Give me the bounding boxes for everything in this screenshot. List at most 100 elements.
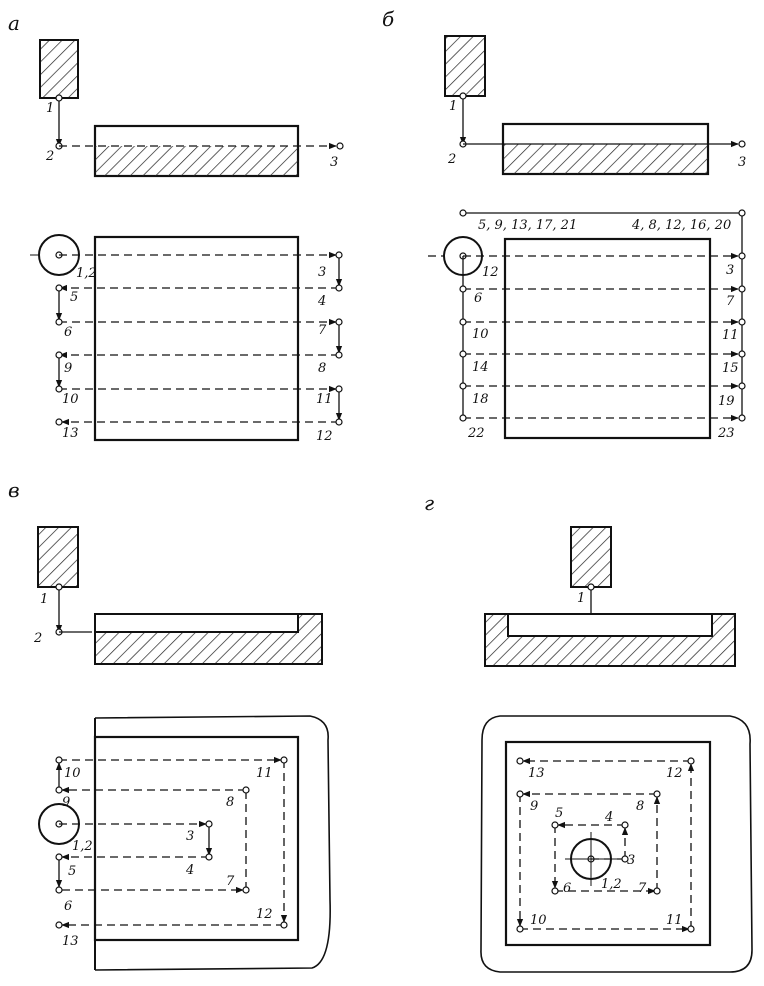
panel-v-label: 11 <box>256 766 273 781</box>
panel-b-point <box>459 350 467 358</box>
panel-a-label: 12 <box>316 429 333 444</box>
panel-a-point <box>55 385 63 393</box>
panel-b: б 1 2 3 <box>382 7 746 441</box>
panel-v-pocket-outline <box>93 735 300 942</box>
panel-b-point <box>738 140 746 148</box>
panel-a-letter: а <box>8 11 20 35</box>
panel-v-label: 1 <box>40 592 48 607</box>
panel-b-label: 5, 9, 13, 17, 21 <box>478 218 577 233</box>
panel-g-point <box>687 925 695 933</box>
panel-v-label: 4 <box>185 863 194 878</box>
panel-g-point <box>687 757 695 765</box>
panel-b-label: 15 <box>722 361 739 376</box>
panel-v-workpiece-hatch <box>94 613 323 665</box>
panel-g-point <box>551 821 559 829</box>
panel-v-label: 6 <box>64 899 72 914</box>
panel-b-label: 10 <box>472 327 489 342</box>
panel-g-label: 7 <box>638 881 647 896</box>
panel-v-point <box>242 786 250 794</box>
panel-a-workpiece-hatch <box>95 146 298 176</box>
panel-g-point <box>653 790 661 798</box>
panel-g-point <box>551 887 559 895</box>
panel-b-point <box>459 92 467 100</box>
panel-b-label: 14 <box>472 360 489 375</box>
panel-v-label: 9 <box>62 795 70 810</box>
panel-v-point <box>242 886 250 894</box>
panel-a-label: 13 <box>62 426 79 441</box>
panel-a-label: 1 <box>46 101 54 116</box>
panel-v-stock-outline <box>94 715 331 971</box>
panel-b-label: 18 <box>472 392 489 407</box>
panel-v-point <box>55 786 63 794</box>
panel-a-label: 4 <box>317 294 326 309</box>
panel-a-label: 2 <box>45 149 54 164</box>
panel-b-workpiece-hatch <box>503 144 708 174</box>
panel-b-point <box>459 209 467 217</box>
panel-a-label: 10 <box>62 392 79 407</box>
panel-g: г 1 2 <box>424 491 753 973</box>
panel-a-workpiece-plan <box>93 235 300 442</box>
panel-b-letter: б <box>382 7 395 31</box>
panel-a-point <box>55 318 63 326</box>
panel-a-label: 8 <box>318 361 326 376</box>
panel-b-point <box>459 285 467 293</box>
panel-v-label: 1,2 <box>72 839 93 854</box>
panel-a-label: 7 <box>318 323 327 338</box>
panel-a-point <box>336 142 344 150</box>
panel-b-label: 7 <box>726 294 735 309</box>
panel-b-point <box>738 382 746 390</box>
panel-g-label: 6 <box>563 881 571 896</box>
panel-b-label: 22 <box>467 426 485 441</box>
panel-a-point <box>55 94 63 102</box>
panel-a-label: 1,2 <box>76 266 97 281</box>
panel-a-point <box>335 418 343 426</box>
panel-v-point <box>55 756 63 764</box>
panel-g-point <box>516 757 524 765</box>
panel-b-point <box>738 414 746 422</box>
panel-v-workpiece-side <box>94 613 299 633</box>
panel-a-label: 3 <box>330 155 338 170</box>
panel-v-point <box>280 921 288 929</box>
panel-v-point <box>280 756 288 764</box>
panel-a-point <box>335 318 343 326</box>
panel-v-cutter <box>37 526 79 588</box>
panel-v-point <box>55 886 63 894</box>
panel-b-label: 11 <box>722 328 739 343</box>
panel-b-label: 12 <box>482 265 499 280</box>
panel-b-cutter <box>444 35 486 97</box>
panel-g-label: 1,2 <box>601 877 622 892</box>
panel-g-label: 9 <box>530 799 538 814</box>
panel-b-point <box>459 414 467 422</box>
panel-a-label: 6 <box>64 325 72 340</box>
panel-v-label: 12 <box>256 907 273 922</box>
panel-b-label: 3 <box>738 155 746 170</box>
panel-v-label: 13 <box>62 934 79 949</box>
panel-v-point <box>55 853 63 861</box>
panel-a-point <box>335 251 343 259</box>
panel-b-label: 3 <box>726 263 734 278</box>
panel-a-point <box>335 351 343 359</box>
panel-b-point <box>738 285 746 293</box>
panel-g-pocket-side <box>507 613 713 637</box>
panel-g-point <box>516 925 524 933</box>
panel-v-letter: в <box>8 478 20 502</box>
panel-g-point <box>516 790 524 798</box>
panel-g-point <box>621 855 629 863</box>
panel-g-label: 13 <box>528 766 545 781</box>
panel-a-point <box>55 284 63 292</box>
panel-b-point <box>738 318 746 326</box>
panel-v-label: 3 <box>186 829 194 844</box>
panel-b-label: 23 <box>717 426 735 441</box>
panel-v-point <box>205 853 213 861</box>
panel-a-point <box>335 385 343 393</box>
panel-g-label: 10 <box>530 913 547 928</box>
panel-v-label: 5 <box>68 864 76 879</box>
panel-g-label: 4 <box>604 810 613 825</box>
panel-g-pocket-outline <box>504 740 712 947</box>
panel-g-label: 1 <box>577 591 585 606</box>
panel-g-point <box>587 583 595 591</box>
panel-b-label: 2 <box>447 152 456 167</box>
panel-v-label: 7 <box>226 874 235 889</box>
panel-g-label: 12 <box>666 766 683 781</box>
